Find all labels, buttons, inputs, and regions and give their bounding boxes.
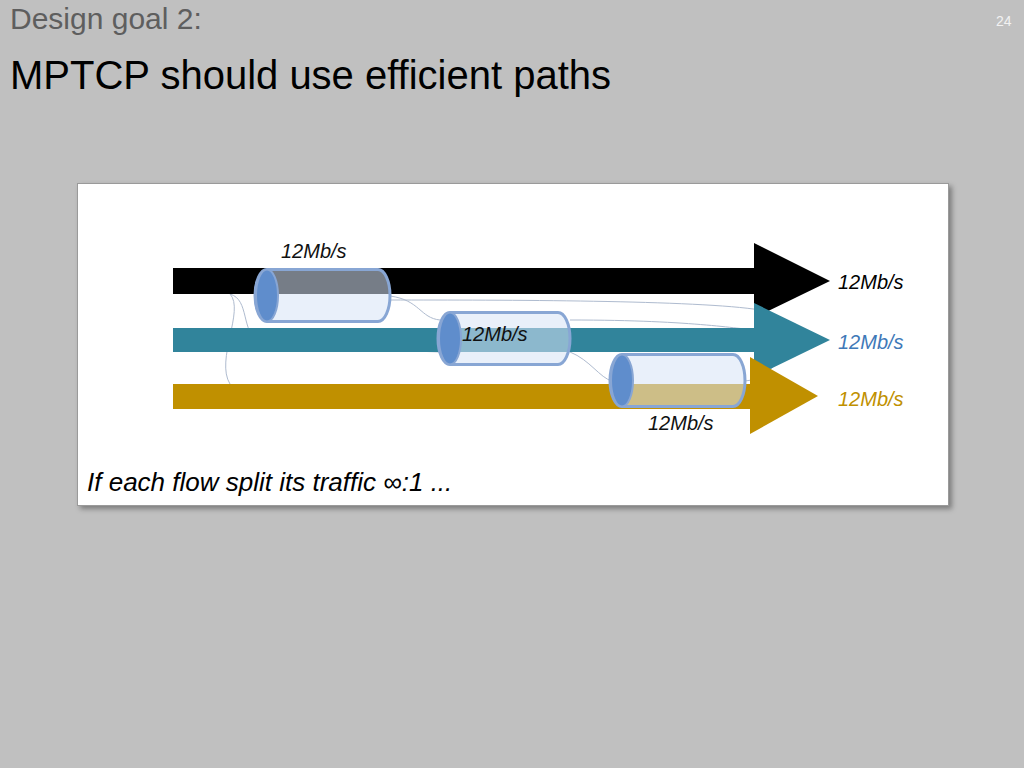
rate-label: 12Mb/s [838,272,904,292]
page-number: 24 [996,14,1012,28]
cylinder-end [256,270,278,322]
cylinder-body [438,313,570,365]
cylinder-end [439,313,461,365]
link-node: 12Mb/s [610,353,745,408]
link-rate: 12Mb/s [281,241,347,261]
link-rate: 12Mb/s [462,324,528,344]
rate-label: 12Mb/s [838,389,904,409]
slide-subtitle: Design goal 2: [10,4,202,34]
rate-label: 12Mb/s [838,332,904,352]
arrow-head [750,357,818,434]
cylinder-body [255,270,390,322]
link-node: 12Mb/s [438,311,570,366]
link-node: 12Mb/s [255,268,390,323]
link-cylinder [610,353,745,408]
arrow-head [754,243,830,318]
link-rate: 12Mb/s [648,413,714,433]
figure-caption: If each flow split its traffic ∞:1 ... [87,469,452,495]
link-cylinder [255,268,390,323]
cylinder-end [611,355,633,407]
slide-title: MPTCP should use efficient paths [10,55,611,95]
cylinder-body [610,355,745,407]
